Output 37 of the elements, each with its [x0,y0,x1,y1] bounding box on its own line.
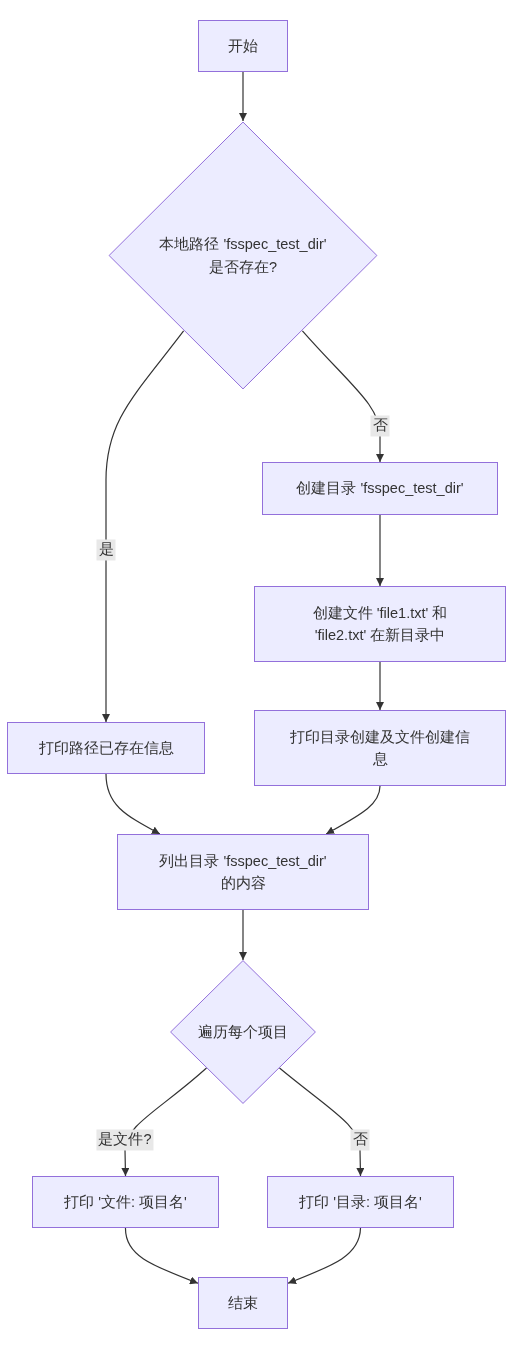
decision-text: 遍历每个项目 [198,1022,288,1042]
process-box [254,710,506,786]
edge-label: 是 [96,539,116,561]
process-box [117,834,369,910]
step-text: 打印 '文件: 项目名' [64,1192,187,1212]
arrow [287,1227,362,1285]
edge-label: 是文件? [96,1129,154,1151]
arrow [376,514,384,587]
process-box [262,462,498,515]
process-box [198,1277,288,1329]
arrow [278,1067,365,1177]
arrow [105,773,161,835]
process-box [254,586,506,662]
arrow [376,661,384,711]
arrow [124,1227,199,1285]
arrow [239,71,247,122]
process-box [32,1176,219,1228]
step-text: 创建目录 'fsspec_test_dir' [296,479,464,499]
arrow [325,785,381,835]
process-box [267,1176,454,1228]
process-box [7,722,205,774]
step-text: 结束 [228,1293,258,1313]
step-text: 打印 '目录: 项目名' [299,1192,422,1212]
arrow [239,909,247,961]
decision-diamond [170,960,316,1104]
arrow [102,330,185,723]
edge-label: 否 [370,415,390,437]
step-text: 打印目录创建及文件创建信息 [289,727,471,769]
step-text: 创建文件 'file1.txt' 和 'file2.txt' 在新目录中 [311,603,449,645]
process-box [198,20,288,72]
step-text: 打印路径已存在信息 [38,738,174,758]
decision-text: 本地路径 'fsspec_test_dir' 是否存在? [158,235,328,277]
step-text: 开始 [228,36,258,56]
step-text: 列出目录 'fsspec_test_dir' 的内容 [158,851,328,893]
edge-label: 否 [350,1129,370,1151]
arrow [301,330,384,463]
decision-diamond [108,121,378,390]
